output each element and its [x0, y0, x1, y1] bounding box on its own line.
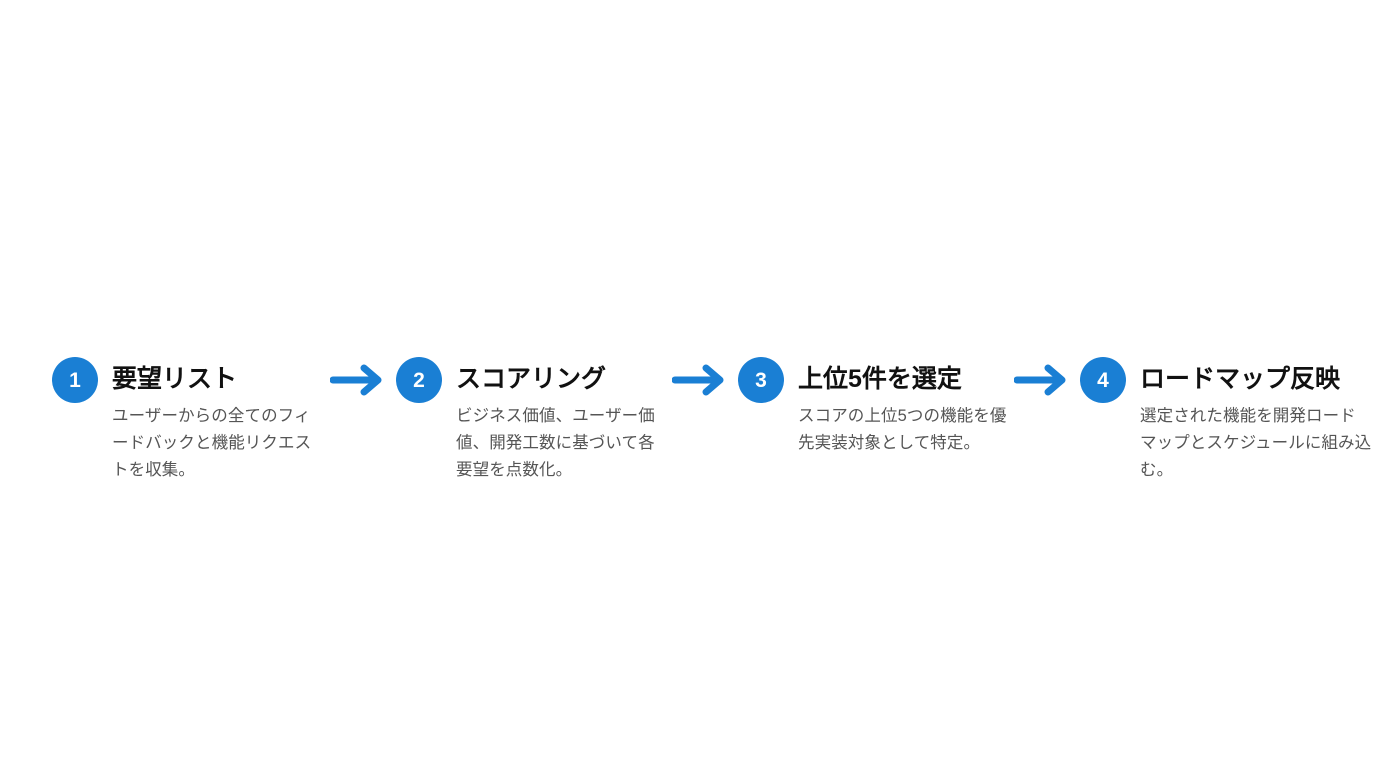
arrow-right-icon-3: [1012, 357, 1078, 403]
step-number-badge-2: 2: [396, 357, 442, 403]
step-description-3: スコアの上位5つの機能を優先実装対象として特定。: [798, 407, 1007, 452]
step-number-badge-3: 3: [738, 357, 784, 403]
flow-step-4[interactable]: 4 ロードマップ反映 選定された機能を開発ロードマップとスケジュールに組み込む。: [1080, 357, 1372, 484]
step-title-3: 上位5件を選定: [798, 365, 962, 393]
step-title-2: スコアリング: [456, 365, 607, 393]
flow-step-1[interactable]: 1 要望リスト ユーザーからの全てのフィードバックと機能リクエストを収集。: [52, 357, 326, 484]
step-content-2: スコアリング ビジネス価値、ユーザー価値、開発工数に基づいて各要望を点数化。: [456, 357, 668, 484]
flow-steps-row: 1 要望リスト ユーザーからの全てのフィードバックと機能リクエストを収集。 2 …: [52, 357, 1371, 484]
flow-step-3[interactable]: 3 上位5件を選定 スコアの上位5つの機能を優先実装対象として特定。: [738, 357, 1010, 457]
step-number-badge-4: 4: [1080, 357, 1126, 403]
step-title-1: 要望リスト: [112, 365, 238, 393]
step-content-1: 要望リスト ユーザーからの全てのフィードバックと機能リクエストを収集。: [112, 357, 326, 484]
step-description-4: 選定された機能を開発ロードマップとスケジュールに組み込む。: [1140, 407, 1372, 479]
arrow-right-icon-1: [328, 357, 394, 403]
arrow-right-icon-2: [670, 357, 736, 403]
step-description-1: ユーザーからの全てのフィードバックと機能リクエストを収集。: [112, 407, 312, 479]
flow-step-2[interactable]: 2 スコアリング ビジネス価値、ユーザー価値、開発工数に基づいて各要望を点数化。: [396, 357, 668, 484]
step-content-4: ロードマップ反映 選定された機能を開発ロードマップとスケジュールに組み込む。: [1140, 357, 1372, 484]
step-title-4: ロードマップ反映: [1140, 365, 1341, 393]
step-description-2: ビジネス価値、ユーザー価値、開発工数に基づいて各要望を点数化。: [456, 407, 655, 479]
step-number-badge-1: 1: [52, 357, 98, 403]
step-content-3: 上位5件を選定 スコアの上位5つの機能を優先実装対象として特定。: [798, 357, 1010, 457]
